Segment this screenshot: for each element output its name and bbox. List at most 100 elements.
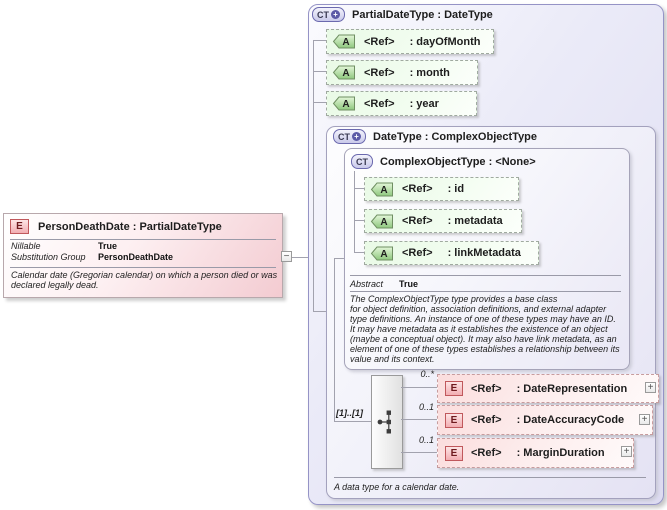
sequence-cardinality: [1]..[1] [336, 408, 363, 418]
ref-label: <Ref> [471, 447, 502, 459]
connector-line [354, 188, 364, 189]
divider [10, 267, 276, 268]
attribute-id[interactable]: A <Ref> : id [364, 177, 519, 201]
attribute-name: : month [409, 66, 450, 79]
ref-label: <Ref> [364, 35, 395, 48]
element-margin-duration[interactable]: E <Ref> : MarginDuration [437, 438, 634, 468]
ref-label: <Ref> [471, 414, 502, 426]
divider [350, 275, 621, 276]
partial-date-type-header: CT + PartialDateType : DateType [312, 7, 493, 22]
expand-toggle[interactable]: + [645, 382, 656, 393]
tree-trunk-line [334, 258, 335, 422]
attribute-day-of-month[interactable]: A <Ref> : dayOfMonth [326, 29, 494, 54]
connector-line [354, 220, 364, 221]
connector-line [334, 258, 344, 259]
attribute-year[interactable]: A <Ref> : year [326, 91, 477, 116]
person-death-date-header: E PersonDeathDate : PartialDateType [10, 219, 222, 234]
attribute-name: : id [447, 183, 465, 195]
occurrence-label: 0..1 [418, 435, 434, 445]
person-death-date-title: PersonDeathDate : PartialDateType [38, 220, 222, 233]
collapse-toggle[interactable]: − [281, 251, 292, 262]
abstract-value: True [399, 279, 419, 289]
complex-object-type-description: The ComplexObjectType type provides a ba… [350, 294, 620, 364]
attribute-link-metadata[interactable]: A <Ref> : linkMetadata [364, 241, 539, 265]
connector-line [401, 387, 437, 388]
nillable-value: True [98, 241, 118, 251]
connector-line [313, 102, 326, 103]
divider [334, 477, 646, 478]
element-icon: E [10, 219, 29, 234]
attribute-name: : year [409, 97, 439, 110]
ref-label: <Ref> [471, 382, 502, 395]
attribute-name: : linkMetadata [447, 247, 521, 259]
date-type-header: CT + DateType : ComplexObjectType [333, 129, 537, 144]
connector-line [354, 252, 364, 253]
attribute-icon: A [332, 96, 355, 111]
complex-type-icon: CT [351, 154, 373, 169]
expand-toggle[interactable]: + [639, 414, 650, 425]
ref-label: <Ref> [402, 183, 433, 195]
attribute-name: : metadata [447, 215, 503, 227]
tree-trunk-line [313, 40, 314, 311]
date-type-title: DateType : ComplexObjectType [373, 130, 538, 143]
ct-letters: CT [356, 156, 368, 167]
ref-label: <Ref> [402, 247, 433, 259]
connector-line [401, 452, 437, 453]
ref-label: <Ref> [364, 97, 395, 110]
connector-line [292, 257, 313, 258]
attribute-icon: A [370, 182, 393, 196]
abstract-label: Abstract [350, 279, 384, 289]
attribute-icon: A [370, 214, 393, 228]
svg-text:A: A [380, 249, 387, 260]
derived-plus-badge: + [352, 132, 361, 141]
abstract-row: Abstract True [350, 279, 418, 289]
nillable-label: Nillable [11, 241, 41, 251]
connector-line [401, 419, 437, 420]
tree-trunk-line [354, 171, 355, 252]
element-name: : DateRepresentation [516, 382, 628, 395]
svg-text:A: A [342, 68, 349, 79]
connector-line [313, 40, 326, 41]
attribute-month[interactable]: A <Ref> : month [326, 60, 478, 85]
attribute-metadata[interactable]: A <Ref> : metadata [364, 209, 522, 233]
svg-text:A: A [342, 37, 349, 48]
connector-line [313, 71, 326, 72]
connector-line [313, 311, 326, 312]
element-icon: E [445, 381, 463, 396]
substitution-group-value: PersonDeathDate [98, 252, 174, 262]
element-icon: E [445, 445, 463, 461]
attribute-icon: A [332, 65, 355, 80]
svg-text:A: A [380, 185, 387, 196]
derived-plus-badge: + [331, 10, 340, 19]
element-date-accuracy-code[interactable]: E <Ref> : DateAccuracyCode [437, 405, 653, 435]
expand-toggle[interactable]: + [621, 446, 632, 457]
partial-date-type-title: PartialDateType : DateType [352, 8, 493, 21]
element-name: : DateAccuracyCode [516, 414, 625, 426]
ct-letters: CT [338, 131, 350, 142]
attribute-name: : dayOfMonth [409, 35, 481, 48]
person-death-date-box[interactable]: E PersonDeathDate : PartialDateType Nill… [3, 213, 283, 298]
ref-label: <Ref> [364, 66, 395, 79]
substitution-group-label: Substitution Group [11, 252, 86, 262]
complex-object-type-title: ComplexObjectType : <None> [380, 155, 536, 168]
occurrence-label: 0..1 [418, 402, 434, 412]
occurrence-label: 0..* [420, 369, 434, 379]
ref-label: <Ref> [402, 215, 433, 227]
sequence-icon [377, 410, 391, 434]
divider [10, 239, 276, 240]
ct-letters: CT [317, 9, 329, 20]
attribute-icon: A [332, 34, 355, 49]
svg-text:A: A [342, 99, 349, 110]
date-type-description: A data type for a calendar date. [334, 482, 460, 492]
divider [350, 291, 621, 292]
element-date-representation[interactable]: E <Ref> : DateRepresentation [437, 374, 659, 403]
connector-line [334, 421, 371, 422]
complex-type-plus-icon: CT + [333, 129, 366, 144]
element-icon: E [445, 412, 463, 428]
svg-text:A: A [380, 217, 387, 228]
sequence-group[interactable] [371, 375, 403, 469]
complex-object-type-header: CT ComplexObjectType : <None> [351, 154, 536, 169]
complex-type-plus-icon: CT + [312, 7, 345, 22]
person-death-date-description: Calendar date (Gregorian calendar) on wh… [11, 270, 278, 290]
